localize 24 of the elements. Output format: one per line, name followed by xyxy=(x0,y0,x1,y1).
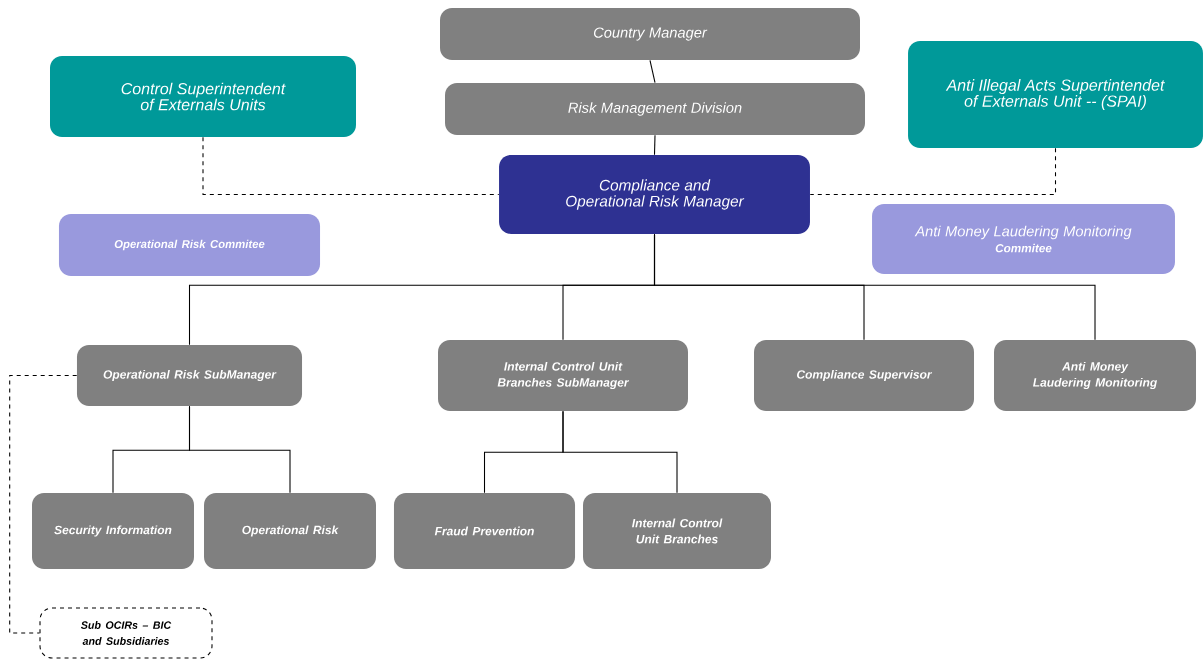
unit-box: Anti Money Laudering Monitoring xyxy=(994,340,1196,411)
connector-line xyxy=(649,59,656,84)
unit-box: Anti Illegal Acts Supertintendet of Externals Unit -- (SPAI) xyxy=(908,41,1203,148)
unit-box: Internal Control Unit Branches xyxy=(583,493,771,569)
submanager-box: Internal Control Unit Branches SubManager xyxy=(438,340,688,411)
submanager-box: Operational Risk SubManager xyxy=(76,344,303,407)
committee-box: Operational Risk Commitee xyxy=(58,214,321,276)
connector-line xyxy=(202,136,500,196)
subsidiary-box: Sub OCIRs – BIC and Subsidiaries xyxy=(39,607,213,659)
unit-box: Security Information xyxy=(32,493,194,569)
manager-box: Country Manager xyxy=(440,8,860,60)
connector-line xyxy=(188,405,291,494)
unit-box: Operational Risk xyxy=(204,493,376,569)
division-box: Risk Management Division xyxy=(445,83,865,135)
committee-box: Anti Money Laudering Monitoring Commitee xyxy=(872,204,1175,274)
connector-line xyxy=(653,134,656,156)
unit-box: Control Superintendent of Externals Units xyxy=(50,55,356,138)
connector-line xyxy=(9,374,78,634)
manager-box: Compliance and Operational Risk Manager xyxy=(499,155,810,234)
unit-box: Fraud Prevention xyxy=(393,493,576,569)
connector-line xyxy=(653,233,1096,341)
supervisor-box: Compliance Supervisor xyxy=(754,340,974,411)
connector-line xyxy=(562,410,678,494)
connector-line xyxy=(809,147,1057,196)
